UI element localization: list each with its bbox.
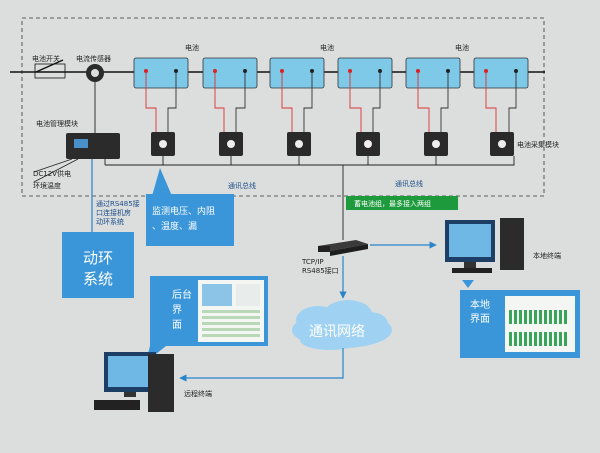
battery-label-1: 电池 bbox=[185, 43, 199, 52]
battery-label-2: 电池 bbox=[320, 43, 334, 52]
sampling-module-icon bbox=[490, 132, 514, 156]
computer-icon bbox=[445, 218, 524, 273]
network-switch-icon bbox=[318, 240, 368, 256]
sampling-leads bbox=[145, 73, 517, 132]
computer-icon bbox=[94, 352, 174, 412]
tcpip-label: TCP/IP bbox=[301, 258, 324, 266]
env-temp-label: 环境温度 bbox=[33, 181, 61, 190]
bms-label: 电池管理模块 bbox=[36, 119, 78, 128]
current-sensor-icon bbox=[86, 64, 104, 82]
sampling-module-icon bbox=[151, 132, 175, 156]
sampling-module-icon bbox=[356, 132, 380, 156]
battery-icon bbox=[202, 57, 258, 89]
label-line: 面 bbox=[172, 320, 182, 331]
rs485-port-label: RS485接口 bbox=[302, 266, 339, 275]
bms-device-icon bbox=[66, 133, 120, 159]
label-line: 监测电压、内阻 bbox=[152, 205, 215, 217]
sampling-module-icon bbox=[219, 132, 243, 156]
label-line: 后台 bbox=[172, 288, 192, 301]
battery-icon bbox=[337, 57, 393, 89]
local-terminal-label: 本地终端 bbox=[533, 251, 561, 260]
local-ui-panel: 本地 界面 bbox=[460, 280, 580, 358]
label-line: 系统 bbox=[83, 270, 113, 288]
dc-supply-line bbox=[33, 158, 73, 173]
comm-network-label: 通讯网络 bbox=[309, 324, 365, 340]
backend-ui-rows bbox=[202, 310, 260, 337]
cloud-to-remote-arrow bbox=[179, 348, 344, 382]
env-temp-line bbox=[33, 158, 79, 183]
current-sensor-label: 电流传感器 bbox=[76, 54, 111, 63]
comm-bus bbox=[105, 156, 515, 166]
green-banner bbox=[346, 196, 458, 210]
battery-icon bbox=[133, 57, 189, 89]
switch-icon bbox=[34, 59, 66, 79]
sampling-module-label: 电池采集模块 bbox=[517, 140, 559, 149]
label-line: 界 bbox=[172, 304, 182, 316]
battery-icon bbox=[269, 57, 325, 89]
backend-ui-panel: 后台 界 面 bbox=[146, 276, 268, 362]
system-boundary bbox=[21, 17, 545, 197]
battery-switch-label: 电池开关 bbox=[32, 54, 60, 63]
bus-label-left: 通讯总线 bbox=[228, 181, 256, 190]
dynamic-env-box: 动环 系统 bbox=[62, 232, 134, 298]
monitor-callout: 监测电压、内阻 、温度、漏 bbox=[146, 168, 234, 246]
cloud-icon bbox=[292, 300, 392, 350]
green-banner-text: 蓄电池组，最多接入两组 bbox=[354, 199, 431, 208]
label-line: 、温度、漏 bbox=[152, 220, 197, 232]
bus-label-right: 通讯总线 bbox=[395, 179, 423, 188]
rs485-note-text: 通过RS485接口连接机房动环系统 bbox=[96, 199, 140, 226]
local-ui-bars bbox=[509, 310, 567, 346]
label-line: 动环 bbox=[83, 249, 113, 267]
sampling-module-icon bbox=[287, 132, 311, 156]
battery-label-3: 电池 bbox=[455, 43, 469, 52]
battery-icon bbox=[405, 57, 461, 89]
rs485-note: 通过RS485接口连接机房动环系统 bbox=[96, 199, 140, 226]
dc-supply-label: DC12V供电 bbox=[33, 169, 71, 178]
remote-terminal-label: 远程终端 bbox=[184, 389, 212, 398]
battery-icon bbox=[473, 57, 529, 89]
sampling-module-icon bbox=[424, 132, 448, 156]
label-line: 界面 bbox=[470, 313, 490, 325]
label-line: 本地 bbox=[470, 298, 490, 311]
